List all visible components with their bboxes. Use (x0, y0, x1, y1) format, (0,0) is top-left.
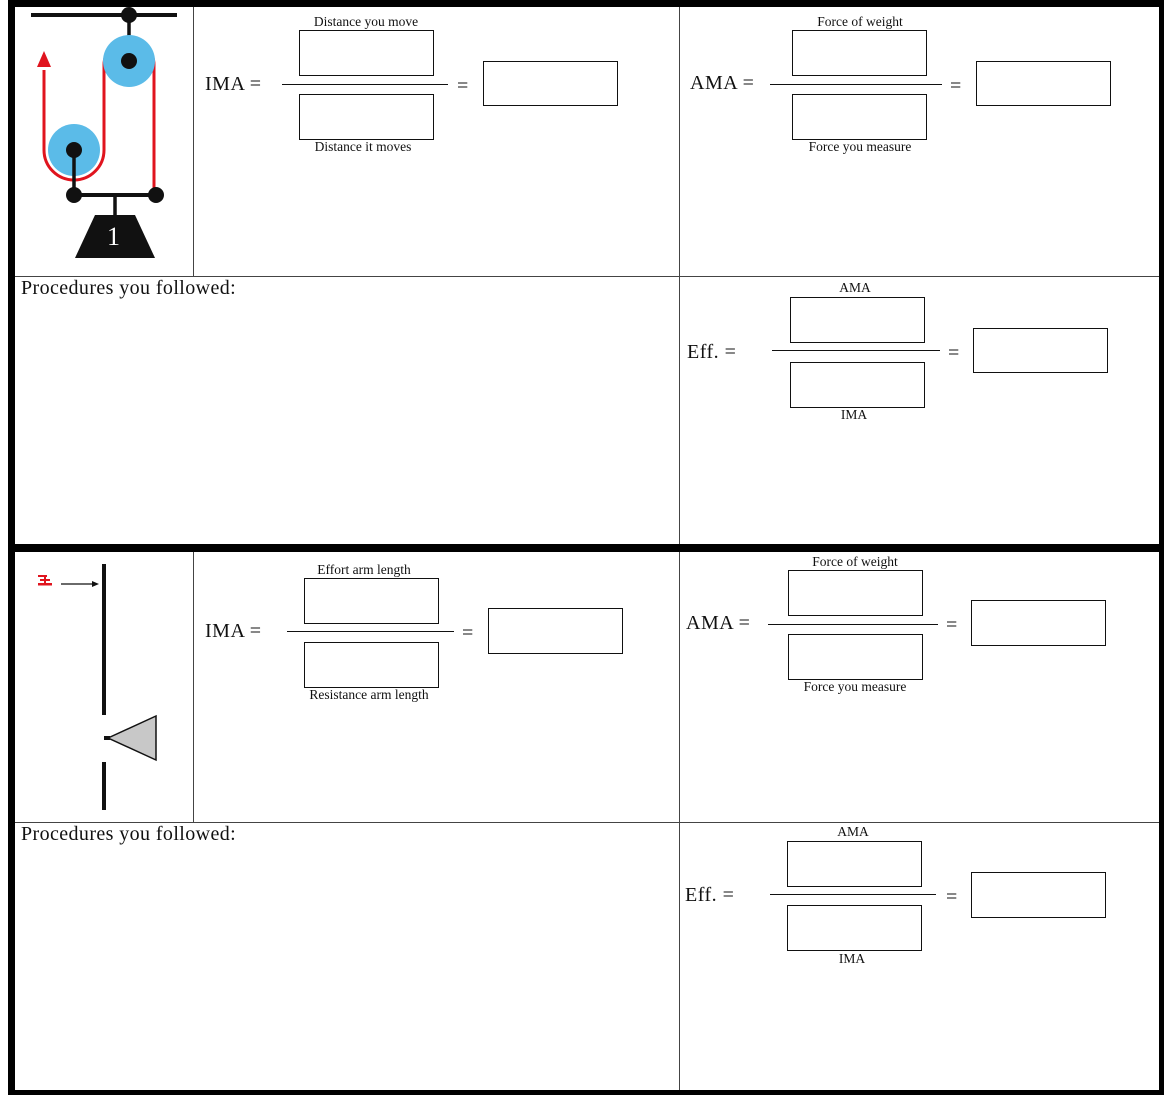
s1-ama-numerator-box[interactable] (792, 30, 927, 76)
s2-diagram-divider (193, 552, 194, 822)
s2-eff-result-box[interactable] (971, 872, 1106, 918)
s2-ama-label: AMA = (686, 612, 751, 634)
section1-border-top (8, 0, 1164, 7)
s1-ama-label: AMA = (690, 72, 755, 94)
section2-border-left (8, 548, 15, 1095)
s1-ima-denominator-label: Distance it moves (314, 139, 412, 154)
s1-col-divider (679, 7, 680, 544)
s1-ima-result-box[interactable] (483, 61, 618, 106)
s1-row-divider (15, 276, 1159, 277)
section-divider (8, 544, 1164, 552)
s1-eff-result-box[interactable] (973, 328, 1108, 373)
s2-ama-equals: = (946, 614, 958, 636)
s2-ima-equals: = (462, 622, 474, 644)
s1-ama-fraction-bar (770, 84, 942, 86)
s1-ama-result-box[interactable] (976, 61, 1111, 106)
s1-ima-numerator-label: Distance you move (313, 14, 419, 29)
s2-eff-equals: = (946, 886, 958, 908)
s2-ima-label: IMA = (205, 620, 262, 642)
s2-eff-denominator-label: IMA (838, 951, 866, 966)
s1-eff-denominator-label: IMA (840, 407, 868, 422)
s1-diagram-divider (193, 7, 194, 276)
s1-ama-denominator-label: Force you measure (808, 139, 912, 154)
s1-ima-fraction-bar (282, 84, 448, 86)
s1-eff-numerator-box[interactable] (790, 297, 925, 343)
s2-ima-denominator-label: Resistance arm length (309, 687, 429, 702)
s2-ama-numerator-box[interactable] (788, 570, 923, 616)
s2-eff-numerator-label: AMA (837, 824, 869, 839)
section1-border-left (8, 0, 15, 548)
s2-col-divider (679, 552, 680, 1090)
s2-ima-numerator-box[interactable] (304, 578, 439, 624)
s2-eff-numerator-box[interactable] (787, 841, 922, 887)
pulley-diagram (31, 7, 177, 258)
s2-ama-denominator-box[interactable] (788, 634, 923, 680)
s1-eff-fraction-bar (772, 350, 940, 352)
section1-border-right (1159, 0, 1164, 548)
s1-procedures-area[interactable] (16, 305, 676, 541)
s2-eff-label: Eff. = (685, 884, 735, 906)
s2-ama-result-box[interactable] (971, 600, 1106, 646)
s2-ima-fraction-bar (287, 631, 454, 633)
lever-diagram (38, 564, 157, 810)
s2-eff-fraction-bar (770, 894, 936, 896)
s1-procedures-label: Procedures you followed: (21, 277, 237, 299)
s2-ima-numerator-label: Effort arm length (317, 562, 411, 577)
s2-ima-denominator-box[interactable] (304, 642, 439, 688)
s2-ama-denominator-label: Force you measure (803, 679, 907, 694)
s2-procedures-label: Procedures you followed: (21, 823, 237, 845)
arrow-up-icon (37, 51, 51, 67)
s1-ima-equals: = (457, 75, 469, 97)
s1-eff-equals: = (948, 342, 960, 364)
fulcrum-triangle (106, 714, 157, 762)
s1-ima-denominator-box[interactable] (299, 94, 434, 140)
section2-border-bottom (8, 1090, 1164, 1095)
arrow-right-icon (92, 581, 99, 587)
section2-border-right (1159, 548, 1164, 1095)
s1-ama-equals: = (950, 75, 962, 97)
s2-ima-result-box[interactable] (488, 608, 623, 654)
weight-block (75, 215, 155, 258)
s1-eff-denominator-box[interactable] (790, 362, 925, 408)
s2-eff-denominator-box[interactable] (787, 905, 922, 951)
s1-eff-label: Eff. = (687, 341, 737, 363)
s1-eff-numerator-label: AMA (839, 280, 871, 295)
s2-ama-fraction-bar (768, 624, 938, 626)
s1-ama-numerator-label: Force of weight (817, 14, 903, 29)
s2-procedures-area[interactable] (16, 850, 676, 1088)
effort-hand-icon (38, 575, 52, 586)
s1-ima-label: IMA = (205, 73, 262, 95)
s2-ama-numerator-label: Force of weight (812, 554, 898, 569)
s1-ama-denominator-box[interactable] (792, 94, 927, 140)
s2-row-divider (15, 822, 1159, 823)
weight-number: 1 (107, 222, 120, 251)
s1-ima-numerator-box[interactable] (299, 30, 434, 76)
